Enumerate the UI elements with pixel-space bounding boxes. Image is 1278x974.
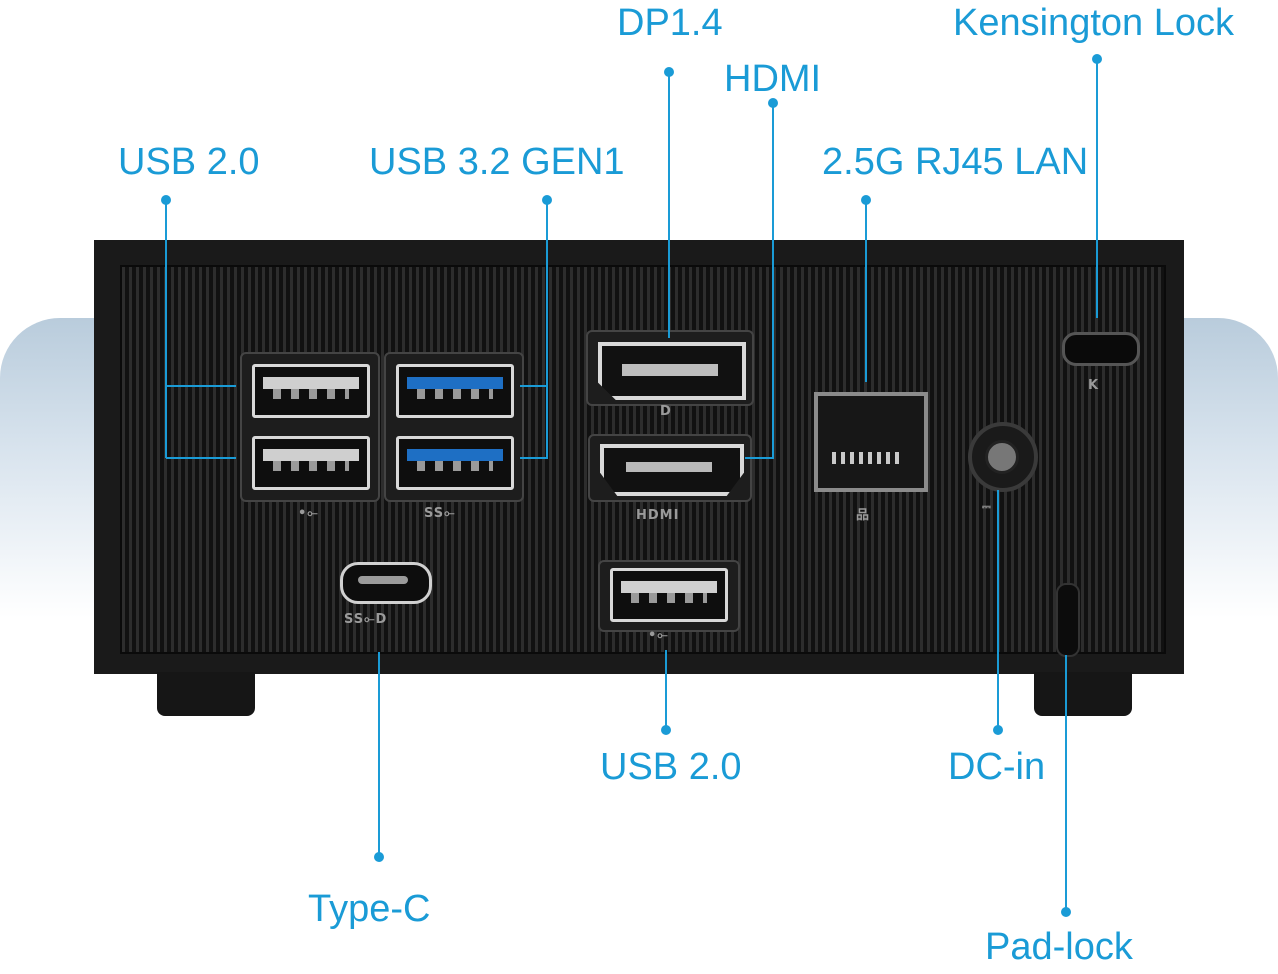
ss-usb-icon: SS⟜D — [344, 612, 388, 627]
leader-hdmi — [745, 103, 774, 459]
leader-usb20-upper — [165, 200, 236, 387]
padlock-loop — [1056, 583, 1080, 657]
usb32-port-upper — [396, 364, 514, 418]
dot-dp — [664, 67, 674, 77]
dp-icon: D — [660, 404, 672, 419]
usb20-port-lower — [252, 436, 370, 490]
usb32-port-lower — [396, 436, 514, 490]
dot-hdmi — [768, 98, 778, 108]
label-dp: DP1.4 — [617, 2, 723, 44]
dot-usb20-top — [161, 195, 171, 205]
leader-usb32-lower — [520, 200, 548, 459]
dot-kensington — [1092, 54, 1102, 64]
usb-icon: •⟜ — [648, 628, 669, 643]
usb20-port-upper — [252, 364, 370, 418]
dot-lan — [861, 195, 871, 205]
label-dcin: DC-in — [948, 746, 1046, 788]
kensington-lock-slot — [1062, 332, 1140, 366]
hdmi-contacts — [626, 462, 712, 472]
dot-usb20-bottom — [661, 725, 671, 735]
rj45-lan-port — [814, 392, 928, 492]
usb-icon: •⟜ — [298, 506, 319, 521]
label-typec: Type-C — [308, 888, 431, 930]
right-foot — [1034, 672, 1132, 716]
ss-usb-icon: SS⟜ — [424, 506, 456, 521]
label-kensington: Kensington Lock — [953, 2, 1234, 44]
power-icon: ⎓ — [982, 500, 992, 513]
dot-typec — [374, 852, 384, 862]
type-c-contacts — [358, 576, 408, 584]
lock-icon: K — [1088, 378, 1100, 393]
rj45-pins — [832, 452, 902, 464]
label-usb20-top: USB 2.0 — [118, 141, 260, 183]
dc-in-pin — [985, 440, 1019, 474]
dot-dcin — [993, 725, 1003, 735]
usb20-port-bottom — [610, 568, 728, 622]
hdmi-icon: HDMI — [636, 508, 680, 523]
displayport-contacts — [622, 364, 718, 376]
label-usb32: USB 3.2 GEN1 — [369, 141, 625, 183]
network-icon: 品 — [856, 508, 871, 523]
left-foot — [157, 672, 255, 716]
label-padlock: Pad-lock — [985, 926, 1133, 968]
label-lan: 2.5G RJ45 LAN — [822, 141, 1089, 183]
label-usb20-bottom: USB 2.0 — [600, 746, 742, 788]
label-hdmi: HDMI — [724, 58, 822, 100]
dot-padlock — [1061, 907, 1071, 917]
dot-usb32 — [542, 195, 552, 205]
dc-in-jack — [968, 422, 1038, 492]
